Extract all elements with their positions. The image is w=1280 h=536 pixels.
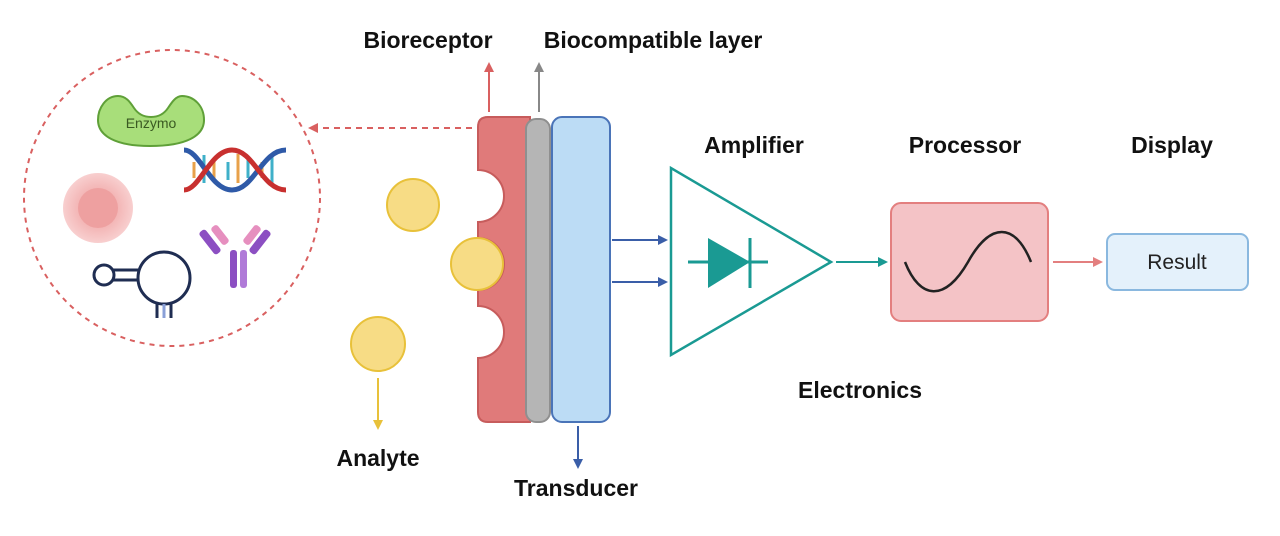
result-box: Result bbox=[1106, 233, 1249, 291]
label-display: Display bbox=[1131, 132, 1213, 158]
dna-helix-icon bbox=[183, 147, 287, 193]
enzyme-label: Enzymo bbox=[126, 115, 177, 131]
dashed-inset-circle bbox=[23, 49, 321, 347]
label-analyte: Analyte bbox=[336, 445, 419, 471]
aptamer-icon bbox=[92, 250, 192, 318]
transducer-layer bbox=[551, 116, 611, 423]
biocompatible-layer bbox=[525, 118, 551, 423]
cell-icon bbox=[63, 173, 133, 243]
analyte-particle-bound bbox=[450, 237, 504, 291]
result-text: Result bbox=[1147, 251, 1207, 274]
analyte-particle bbox=[350, 316, 406, 372]
sine-wave-icon bbox=[903, 230, 1033, 293]
antibody-icon bbox=[199, 225, 271, 288]
label-bioreceptor: Bioreceptor bbox=[363, 27, 492, 53]
amplifier-icon bbox=[669, 165, 834, 358]
enzyme-icon: Enzymo bbox=[96, 94, 206, 148]
bioreceptor-inset: Enzymo bbox=[23, 49, 321, 347]
label-electronics: Electronics bbox=[798, 377, 922, 403]
processor-box bbox=[890, 202, 1049, 322]
label-processor: Processor bbox=[909, 132, 1022, 158]
label-amplifier: Amplifier bbox=[704, 132, 804, 158]
label-biocompatible-layer: Biocompatible layer bbox=[544, 27, 763, 53]
analyte-particle bbox=[386, 178, 440, 232]
label-transducer: Transducer bbox=[514, 475, 638, 501]
